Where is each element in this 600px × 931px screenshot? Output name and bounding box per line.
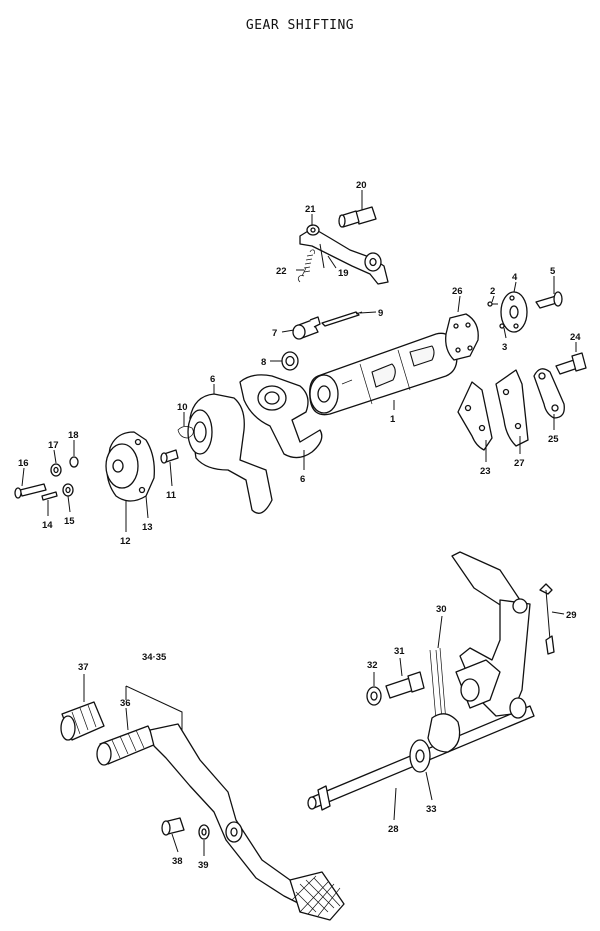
- part-rubber-37: [60, 701, 105, 741]
- callout-17: 17: [48, 440, 59, 451]
- leader-lines: [21, 190, 577, 856]
- callout-39: 39: [198, 860, 209, 871]
- part-shift-arm-assembly: [451, 551, 531, 719]
- callout-2: 2: [490, 286, 495, 297]
- callout-19: 19: [338, 268, 349, 279]
- callout-32: 32: [367, 660, 378, 671]
- part-shift-drum-1: [309, 332, 458, 416]
- callout-31: 31: [394, 646, 405, 657]
- diagram-title: GEAR SHIFTING: [245, 18, 355, 33]
- part-plate-25: [533, 368, 565, 419]
- callout-37: 37: [78, 662, 89, 673]
- callout-6-top: 6: [210, 374, 215, 385]
- callout-36: 36: [120, 698, 131, 709]
- part-collar-8: [281, 351, 299, 371]
- callout-3: 3: [502, 342, 507, 353]
- part-plate-26: [445, 313, 479, 361]
- callout-21: 21: [305, 204, 316, 215]
- part-arm-19: [299, 224, 389, 285]
- callout-14: 14: [42, 520, 53, 531]
- callout-labels: 20 21 22 19 9 7 8 26 2 4 5 3 24 1 23 27 …: [18, 180, 581, 871]
- callout-29: 29: [566, 610, 577, 621]
- part-pedal-pad: [289, 871, 345, 921]
- part-cam-plate-4: [500, 291, 528, 333]
- part-pin-9: [321, 311, 363, 327]
- part-pedal-36: [96, 723, 305, 905]
- part-bolt-31: [385, 671, 425, 699]
- callout-7: 7: [272, 328, 277, 339]
- part-bolt-20: [338, 206, 377, 228]
- callout-11: 11: [166, 490, 177, 501]
- callout-5: 5: [550, 266, 556, 277]
- part-spring-30: [427, 647, 461, 753]
- callout-12: 12: [120, 536, 131, 547]
- part-collar-33: [409, 739, 431, 773]
- callout-38: 38: [172, 856, 183, 867]
- callout-28: 28: [388, 824, 399, 835]
- part-screw-5: [535, 291, 563, 309]
- callout-9: 9: [378, 308, 383, 319]
- callout-16: 16: [18, 458, 29, 469]
- callout-8: 8: [261, 357, 266, 368]
- part-washer-18: [69, 456, 79, 468]
- part-washer-15: [62, 483, 74, 497]
- part-spring-29: [539, 583, 555, 655]
- callout-4: 4: [512, 272, 518, 283]
- part-bolt-24: [555, 352, 587, 375]
- part-housing-12-13: [105, 431, 155, 502]
- callout-13: 13: [142, 522, 153, 533]
- part-detent-7: [292, 316, 321, 340]
- part-fork-6-rear: [239, 374, 323, 459]
- part-fork-6-front: [187, 393, 273, 514]
- callout-33: 33: [426, 804, 437, 815]
- callout-27: 27: [514, 458, 525, 469]
- callout-34-35: 34·35: [142, 652, 167, 663]
- callout-24: 24: [570, 332, 581, 343]
- part-clip-10: [177, 426, 194, 439]
- callout-26: 26: [452, 286, 463, 297]
- part-washer-17: [50, 463, 62, 477]
- callout-6-right: 6: [300, 474, 305, 485]
- part-screw-11: [160, 449, 179, 464]
- callout-20: 20: [356, 180, 367, 191]
- part-plate-27: [495, 369, 529, 447]
- part-washer-39: [198, 824, 210, 840]
- callout-10: 10: [177, 402, 188, 413]
- callout-1: 1: [390, 414, 396, 425]
- callout-23: 23: [480, 466, 491, 477]
- callout-18: 18: [68, 430, 79, 441]
- callout-30: 30: [436, 604, 447, 615]
- part-washer-32: [366, 686, 382, 706]
- callout-15: 15: [64, 516, 75, 527]
- part-bolt-16: [14, 483, 47, 499]
- callout-25: 25: [548, 434, 559, 445]
- part-spring-22: [298, 249, 315, 283]
- part-bolt-38: [161, 817, 185, 836]
- callout-22: 22: [276, 266, 287, 277]
- part-plate-23: [457, 381, 493, 451]
- part-screw-14: [41, 491, 58, 501]
